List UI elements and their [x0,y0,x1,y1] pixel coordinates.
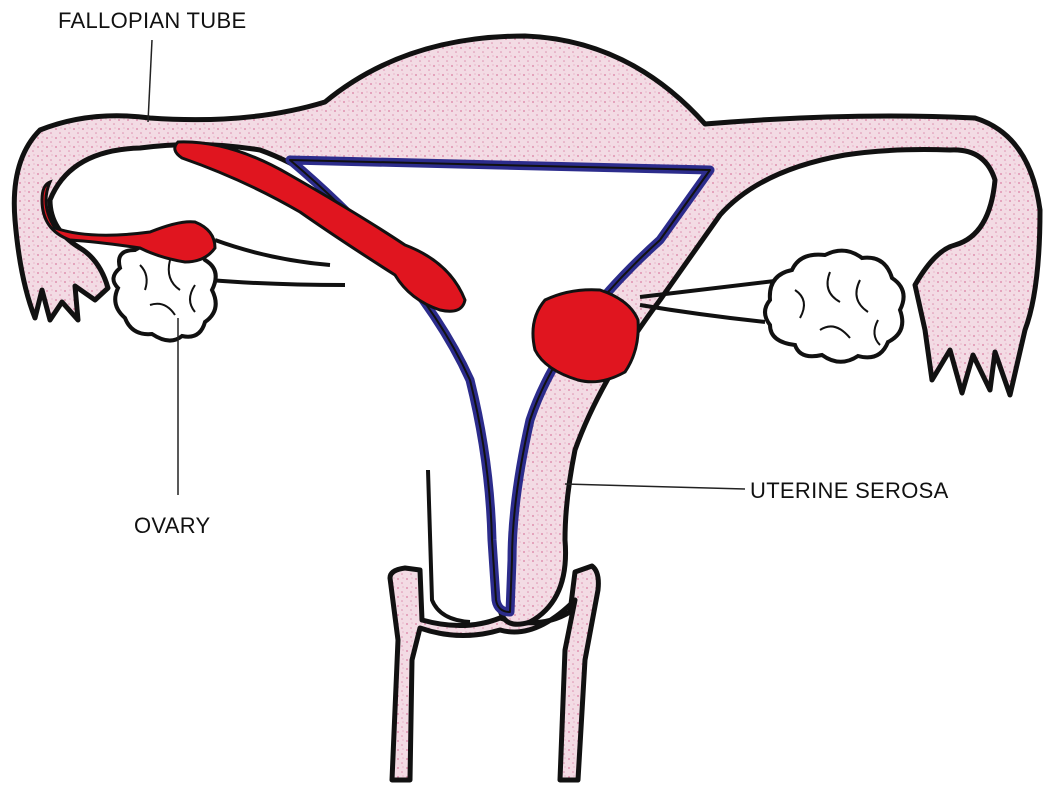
cervix-inner-wall [428,470,470,622]
ovary-label: OVARY [134,513,211,539]
uterine-serosa-label: UTERINE SEROSA [750,478,949,504]
fallopian-tube-leader-line [148,40,152,122]
uterine-serosa-leader-line [565,484,745,489]
right-ovary [765,251,904,362]
left-ovarian-ligament [210,240,345,285]
fallopian-tube-label: FALLOPIAN TUBE [58,8,246,34]
